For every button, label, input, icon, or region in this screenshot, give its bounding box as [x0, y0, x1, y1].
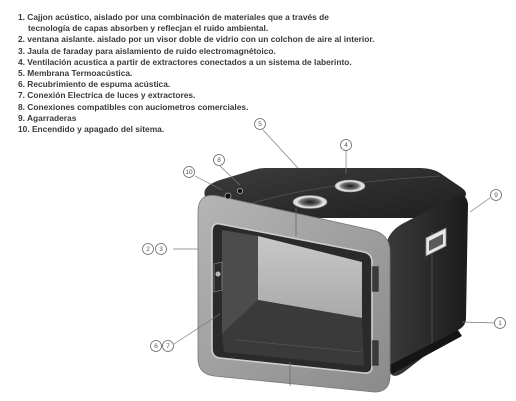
- leader-10: [194, 175, 223, 191]
- callout-leaders: [173, 129, 497, 345]
- legend-item-1-line-2: tecnología de capas absorben y reflecjan…: [28, 23, 269, 34]
- vent-front: [292, 195, 328, 209]
- side-panel: [386, 195, 468, 376]
- front-frame-inner-rim: [211, 222, 373, 374]
- interior-left-wall: [222, 230, 258, 334]
- callout-6: [150, 340, 162, 352]
- callout-9-label: 9: [494, 192, 498, 199]
- interior-floor: [222, 300, 364, 366]
- leader-9: [469, 197, 491, 213]
- callout-8: [213, 154, 225, 166]
- hinge-lower: [371, 339, 380, 367]
- top-panel: [204, 168, 466, 218]
- leader-5: [262, 129, 299, 169]
- callout-7-label: 7: [166, 343, 170, 350]
- audiometer-connector: [236, 187, 243, 194]
- component-legend: 1. Cajjon acústico, aislado por una comb…: [18, 12, 458, 135]
- callout-3-label: 3: [159, 246, 163, 253]
- side-base: [388, 330, 462, 374]
- leader-8: [219, 165, 241, 186]
- legend-item-7: 7. Conexión Electrica de luces y extract…: [18, 90, 196, 101]
- callout-6-label: 6: [154, 343, 158, 350]
- callout-5: [254, 118, 266, 130]
- callout-4: [340, 139, 352, 151]
- latch-knob: [215, 271, 221, 277]
- callout-7: [162, 340, 174, 352]
- callout-10-label: 10: [185, 169, 193, 176]
- legend-item-8: 8. Conexiones compatibles con auciometro…: [18, 101, 249, 112]
- callout-1-label: 1: [498, 320, 502, 327]
- callout-3: [155, 243, 167, 255]
- vent-rear: [334, 179, 366, 193]
- booth-body: [204, 168, 468, 376]
- callout-2-label: 2: [146, 246, 150, 253]
- power-switch: [224, 192, 232, 200]
- legend-item-2: 2. ventana aislante. aislado por un viso…: [18, 34, 375, 45]
- callout-9: [490, 189, 502, 201]
- callout-4-label: 4: [344, 142, 348, 149]
- legend-item-10: 10. Encendido y apagado del sitema.: [18, 124, 165, 135]
- leader-1: [461, 321, 497, 324]
- callout-2: [142, 243, 154, 255]
- legend-item-9: 9. Agarraderas: [18, 112, 77, 123]
- callout-5-label: 5: [258, 121, 262, 128]
- legend-item-6: 6. Recubrimiento de espuma acústica.: [18, 79, 171, 90]
- front-frame: [197, 194, 391, 393]
- callout-10: [183, 166, 195, 178]
- latch-left: [213, 261, 223, 293]
- leader-6-7: [173, 313, 221, 345]
- hinge-upper: [371, 265, 380, 293]
- legend-item-5: 5. Membrana Termoacústica.: [18, 68, 133, 79]
- floor-seam: [235, 339, 363, 353]
- interior-back-wall: [258, 236, 362, 318]
- callout-circles: [142, 118, 506, 352]
- legend-item-3: 3. Jaula de faraday para aislamiento de …: [18, 45, 276, 56]
- legend-item-4: 4. Ventilación acustica a partir de extr…: [18, 56, 352, 67]
- callout-1: [494, 317, 506, 329]
- callout-numbers: 1 2 3 4 5 6 7 8 9 10: [146, 121, 502, 350]
- callout-8-label: 8: [217, 157, 221, 164]
- legend-item-1: 1. Cajjon acústico, aislado por una comb…: [18, 12, 458, 34]
- legend-item-1-line-1: 1. Cajjon acústico, aislado por una comb…: [18, 12, 329, 22]
